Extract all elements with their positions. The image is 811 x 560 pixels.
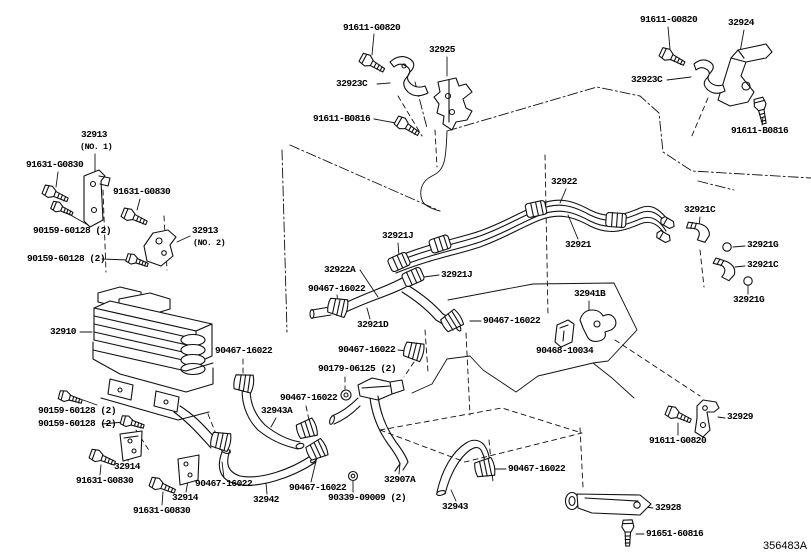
part-label-32922: 32922 xyxy=(551,176,578,187)
clamp-6 xyxy=(208,429,233,453)
body-outline xyxy=(282,82,811,398)
part-label-no1-suffix: (NO. 1) xyxy=(80,142,113,152)
part-label-32929: 32929 xyxy=(727,411,754,422)
part-label-90467-1: 90467-16022 xyxy=(308,283,366,294)
part-label-32914-a: 32914 xyxy=(114,461,141,472)
grommet-90179 xyxy=(340,389,352,401)
part-label-32923c-tl: 32923C xyxy=(336,78,368,89)
part-label-90467-3: 90467-16022 xyxy=(215,345,273,356)
clip-32923c-left-drawing xyxy=(390,57,428,96)
clamp-7 xyxy=(303,437,330,463)
screw-90159-60128-no1 xyxy=(49,199,75,219)
oring-32921g-1 xyxy=(723,243,731,251)
part-label-90159-c1: 90159-60128 (2) xyxy=(38,405,117,416)
tube-32907a-drawing xyxy=(329,378,408,471)
bolt-91631-g0830-a xyxy=(88,447,118,469)
clamp-4 xyxy=(401,339,426,363)
part-label-32921d: 32921D xyxy=(357,319,389,330)
part-label-32941b: 32941B xyxy=(574,288,606,299)
bracket-32914-a-drawing xyxy=(120,431,142,461)
part-label-32921j-1: 32921J xyxy=(382,230,414,241)
hose-32943a-drawing xyxy=(242,383,304,449)
part-label-91631-b: 91631-G0830 xyxy=(133,505,191,516)
part-label-91651-60816: 91651-60816 xyxy=(646,528,704,539)
figure-code: 356483A xyxy=(763,540,808,552)
part-label-91611-g0820-tl: 91611-G0820 xyxy=(343,22,401,33)
connector-32921c-2-drawing xyxy=(709,256,738,281)
part-label-91631-g0830-no2: 91631-G0830 xyxy=(113,186,171,197)
part-label-32921c-1: 32921C xyxy=(684,204,716,215)
bracket-32913-no2-drawing xyxy=(144,230,176,266)
part-label-32921g-1: 32921G xyxy=(747,239,779,250)
part-label-90467-4: 90467-16022 xyxy=(338,344,396,355)
bracket-32925-drawing xyxy=(434,78,472,130)
part-label-32921c-2: 32921C xyxy=(747,259,779,270)
part-label-90179-06125: 90179-06125 (2) xyxy=(318,363,397,374)
part-label-32924: 32924 xyxy=(728,17,755,28)
connector-32921c-1-drawing xyxy=(684,220,712,243)
part-label-90467-8: 90467-16022 xyxy=(508,463,566,474)
part-label-no2-suffix: (NO. 2) xyxy=(193,238,226,248)
part-label-32942: 32942 xyxy=(253,494,280,505)
clamp-5 xyxy=(294,416,320,442)
part-label-91631-a: 91631-G0830 xyxy=(76,475,134,486)
bolt-91651-60816 xyxy=(621,519,636,547)
part-label-91611-b0816-tl: 91611-B0816 xyxy=(313,113,371,124)
sleeve-32921j-1 xyxy=(386,250,412,274)
clamp-1 xyxy=(325,295,350,319)
bracket-32929-drawing xyxy=(695,400,719,437)
part-label-90467-7: 90467-16022 xyxy=(289,482,347,493)
part-label-90468-10034: 90468-10034 xyxy=(536,345,594,356)
clip-32923c-right-drawing xyxy=(694,60,725,93)
grommet-90339 xyxy=(348,471,358,481)
part-label-91611-b0816-tr: 91611-B0816 xyxy=(731,125,789,136)
part-label-90467-6: 90467-16022 xyxy=(195,478,253,489)
bracket-32913-no1-drawing xyxy=(84,170,110,227)
bolt-91611-g0820-tl xyxy=(357,51,388,76)
part-label-32928: 32928 xyxy=(655,502,682,513)
part-label-32921: 32921 xyxy=(565,239,592,250)
part-label-32943: 32943 xyxy=(442,501,469,512)
part-label-91611-g0820-tr: 91611-G0820 xyxy=(640,14,698,25)
oring-32921g-2 xyxy=(744,277,752,285)
part-label-32913-no2: 32913 xyxy=(192,225,219,236)
part-label-32923c-tr: 32923C xyxy=(631,74,663,85)
part-label-32943a: 32943A xyxy=(261,405,293,416)
bolt-91631-g0830-no2 xyxy=(119,206,150,229)
bracket-32924-drawing xyxy=(718,44,772,106)
screw-90159-60128-cooler1 xyxy=(57,388,84,407)
bolt-91611-b0816-tr xyxy=(752,96,772,126)
part-label-90467-5: 90467-16022 xyxy=(280,392,338,403)
bolt-91611-g0820-br xyxy=(663,404,694,427)
bolt-91611-g0820-tr xyxy=(657,45,688,69)
clip-90468-drawing xyxy=(555,320,574,347)
part-label-90467-2: 90467-16022 xyxy=(483,315,541,326)
part-label-91611-g0820-br: 91611-G0820 xyxy=(649,435,707,446)
part-label-32921g-2: 32921G xyxy=(733,294,765,305)
clip-32941b-drawing xyxy=(580,310,616,341)
part-label-91631-g0830-no1: 91631-G0830 xyxy=(26,159,84,170)
part-label-90339-09009: 90339-09009 (2) xyxy=(328,492,407,503)
part-label-90159-c2: 90159-60128 (2) xyxy=(38,418,117,429)
clamp-3 xyxy=(232,372,256,394)
part-label-32925: 32925 xyxy=(429,44,456,55)
part-label-90159-no1: 90159-60128 (2) xyxy=(33,225,112,236)
part-label-32914-b: 32914 xyxy=(172,492,199,503)
part-label-32907a: 32907A xyxy=(384,474,416,485)
bracket-32928-drawing xyxy=(566,493,652,516)
part-label-32922a: 32922A xyxy=(324,264,356,275)
cooler-tube-32922-drawing xyxy=(396,199,677,273)
bolt-91611-b0816-tl xyxy=(392,114,423,139)
construction-lines xyxy=(103,96,708,487)
part-label-32910: 32910 xyxy=(50,326,77,337)
clamp-8 xyxy=(472,456,497,480)
oil-cooler-32910-drawing xyxy=(93,287,213,420)
part-label-32921j-2: 32921J xyxy=(441,269,473,280)
screw-90159-60128-cooler2 xyxy=(119,413,146,432)
part-label-32913-no1: 32913 xyxy=(81,129,108,140)
bracket-32914-b-drawing xyxy=(178,455,199,485)
part-label-90159-no2: 90159-60128 (2) xyxy=(27,253,106,264)
